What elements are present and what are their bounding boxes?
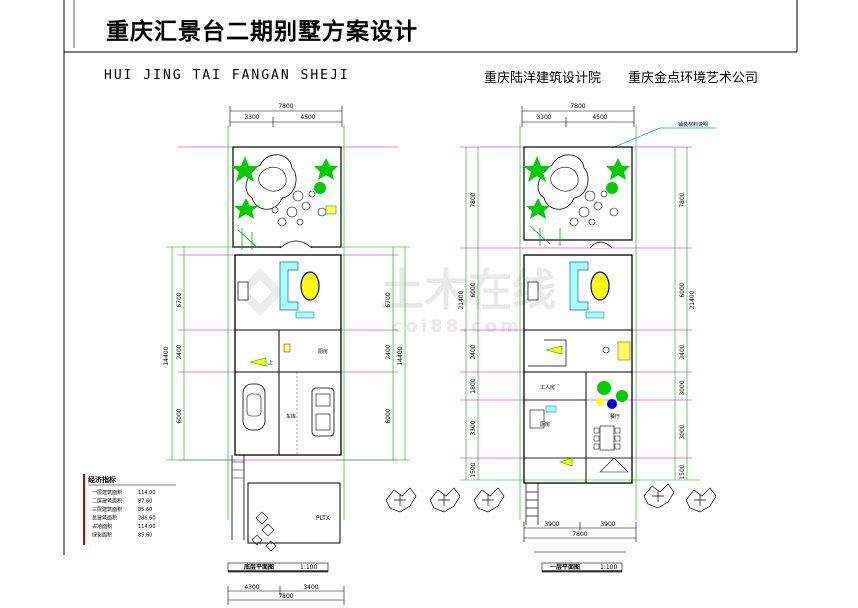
left-side-dim-total: 14400 [163, 346, 170, 365]
rear-garden [523, 146, 633, 249]
rp-left-dim-part1: 7800 [470, 192, 477, 207]
rp-left-dim-part3: 2400 [470, 344, 477, 359]
summary-row-value: 87.60 [138, 499, 152, 505]
left-side-dim-part2: 2400 [176, 344, 183, 359]
left-side-dim-part1: 6700 [176, 292, 183, 307]
right-top-dim-part1: 3300 [536, 114, 551, 121]
right-top-dim-total: 7800 [570, 103, 585, 110]
garage-label: 车库 [286, 413, 296, 420]
rp-left-dim-part5: 3300 [470, 420, 477, 435]
rp-bottom-dim-part1: 3900 [544, 521, 559, 528]
right-plan-caption-name: 一层平面图 [550, 563, 580, 571]
ground-floor-plan: 7800 3300 4500 [163, 103, 410, 605]
summary-row-label: 占地面积 [92, 523, 112, 530]
summary-row-value: 114.00 [138, 524, 156, 530]
sheet-frame [63, 0, 798, 555]
design-institute-name: 重庆陆洋建筑设计院 [484, 71, 602, 86]
landscape-company-name: 重庆金点环境艺术公司 [628, 71, 759, 86]
drawing-title: 重庆汇景台二期别墅方案设计 [106, 19, 418, 45]
first-floor-plan: 7800 3300 4500 铺装材料说明 [458, 103, 716, 573]
rp-left-dim-part6: 1500 [470, 462, 477, 477]
left-bottom-dim-part1: 4300 [244, 584, 259, 591]
right-top-dim-part2: 4500 [592, 114, 607, 121]
rp-left-dim-part2: 6000 [470, 282, 477, 297]
summary-row-value: 114.00 [138, 490, 156, 496]
left-bottom-dim-total: 7800 [278, 593, 293, 600]
left-building: 上 厨房 车库 [234, 254, 342, 456]
left-plan-caption-scale: 1:100 [300, 564, 317, 571]
front-garden [231, 146, 342, 250]
right-side-dim-part1: 6700 [385, 292, 392, 307]
right-plan-caption-scale: 1:100 [600, 564, 617, 571]
left-plan-caption-name: 底层平面图 [244, 563, 274, 571]
summary-row-value: 286.60 [138, 516, 156, 522]
summary-row-label: 绿化面积 [92, 532, 112, 539]
watermark-cn: 土木在线 [380, 265, 556, 316]
leader-note-text: 铺装材料说明 [678, 121, 708, 128]
left-side-dim-part3: 6000 [176, 408, 183, 423]
rp-left-dim-part4: 1800 [470, 378, 477, 393]
drawing-subtitle: HUI JING TAI FANGAN SHEJI [104, 68, 350, 83]
left-top-dim-part2: 4500 [300, 114, 315, 121]
rp-bottom-dim-part2: 3900 [600, 521, 615, 528]
rp-right-dim-part2: 6000 [679, 282, 686, 297]
svg-text:上: 上 [268, 359, 273, 366]
summary-row-value: 85.60 [138, 533, 152, 539]
right-side-dim-part2: 2400 [385, 344, 392, 359]
kitchen-label-right: 厨房 [540, 421, 550, 428]
rp-right-dim-part5: 3000 [679, 424, 686, 439]
plant-cluster [596, 381, 628, 409]
kitchen-label-left: 厨房 [318, 348, 328, 355]
summary-row-label: 一层建筑面积 [92, 489, 122, 496]
summary-row-label: 三层建筑面积 [92, 506, 122, 513]
dining-set: 餐厅 [593, 413, 621, 451]
dining-label: 餐厅 [610, 413, 620, 420]
summary-table-title: 经济指标 [88, 475, 116, 484]
rp-bottom-dim-total: 7800 [572, 531, 587, 538]
summary-row-label: 总建筑面积 [92, 515, 117, 522]
rp-right-dim-part6: 1500 [679, 464, 686, 479]
rp-right-dim-part3: 2400 [679, 344, 686, 359]
shrub-row [385, 483, 717, 513]
right-building: 工人房 厨房 餐厅 [523, 254, 633, 484]
rp-right-dim-total: 21400 [689, 290, 696, 309]
right-plan-caption: 一层平面图 1:100 [541, 562, 623, 573]
left-bottom-dim-part2: 3400 [303, 584, 318, 591]
summary-table: 经济指标 一层建筑面积 114.00 二层建筑面积 87.60 三层建筑面积 85.60 总… [83, 474, 176, 545]
summary-row-value: 85.60 [138, 507, 152, 513]
leader-note: 铺装材料说明 [611, 121, 716, 149]
rp-right-dim-part4: 3000 [679, 380, 686, 395]
watermark-en: coi88.com [392, 316, 522, 337]
watermark: 土木在线 coi88.com [236, 265, 556, 337]
servant-room-label: 工人房 [540, 384, 555, 391]
right-side-dim-total: 14400 [397, 346, 404, 365]
right-side-dim-part3: 6000 [385, 408, 392, 423]
summary-row-label: 二层建筑面积 [92, 498, 122, 505]
left-plan-caption: 底层平面图 1:100 [227, 562, 329, 573]
rp-left-dim-total: 21400 [458, 290, 465, 309]
rp-right-dim-part1: 7800 [679, 192, 686, 207]
left-annex: PLTX [231, 455, 341, 552]
left-top-dim-part1: 3300 [244, 114, 259, 121]
annex-label: PLTX [316, 515, 330, 522]
left-top-dim-total: 7800 [278, 103, 293, 110]
